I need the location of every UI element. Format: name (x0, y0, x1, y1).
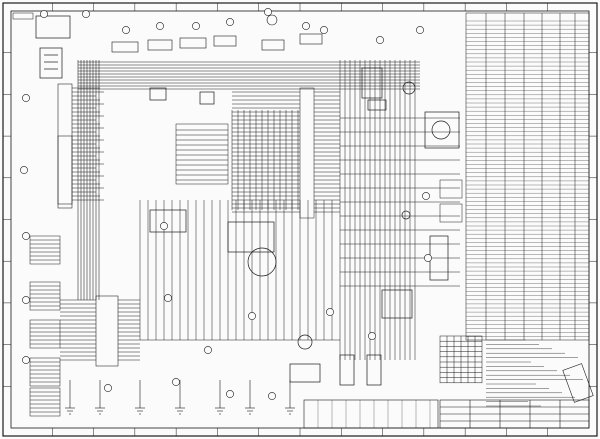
callout-circle (264, 8, 272, 16)
callout-circle (22, 356, 30, 364)
center-harness-bundle (139, 87, 340, 341)
border-zone-ticks (3, 3, 597, 436)
callout-circle (226, 390, 234, 398)
connector-block-top-left (35, 15, 71, 79)
connector-row-top (111, 14, 323, 53)
connector-stack (29, 281, 61, 311)
callout-circle (172, 378, 180, 386)
revision-block-frame (303, 399, 439, 429)
pin-block (95, 295, 119, 367)
callout-circle (40, 10, 48, 18)
component-blocks (149, 67, 460, 386)
callout-circle (160, 222, 168, 230)
callout-circle (416, 26, 424, 34)
connector-stack (29, 319, 61, 349)
pin-block (57, 135, 73, 209)
callout-circle (204, 346, 212, 354)
callout-circle (22, 232, 30, 240)
callout-circles (20, 8, 432, 400)
callout-circle (248, 312, 256, 320)
sub-harness (175, 123, 229, 185)
callout-circle (320, 26, 328, 34)
parts-list-table (465, 12, 590, 341)
connector-stack (29, 235, 61, 265)
callout-circle (164, 294, 172, 302)
callout-circle (422, 192, 430, 200)
relay-box (439, 179, 463, 199)
callout-circle (122, 26, 130, 34)
left-harness-bundle (57, 60, 420, 367)
lower-left-connector-stack (29, 235, 61, 417)
pin-block (299, 87, 315, 219)
relay-box (439, 203, 463, 223)
revision-grid (439, 335, 483, 384)
bottom-ground-symbols (65, 380, 295, 415)
callout-circle (226, 18, 234, 26)
table-frame (465, 12, 590, 341)
notes-block (486, 339, 583, 407)
connector-stack (29, 387, 61, 417)
callout-circle (326, 308, 334, 316)
callout-circle (368, 332, 376, 340)
callout-circle (156, 22, 164, 30)
legend-box (12, 12, 34, 20)
title-block (303, 399, 590, 429)
callout-circle (376, 36, 384, 44)
pin-block (57, 83, 73, 205)
callout-circle (192, 22, 200, 30)
right-harness-bundle (339, 60, 463, 360)
callout-circle (268, 392, 276, 400)
callout-circle (22, 94, 30, 102)
callout-circle (104, 384, 112, 392)
callout-circle (20, 166, 28, 174)
connector-stack (29, 357, 61, 387)
callout-circle (82, 10, 90, 18)
hatched-stamp (562, 363, 594, 403)
callout-circle (302, 22, 310, 30)
callout-circle (424, 254, 432, 262)
callout-circle (22, 296, 30, 304)
